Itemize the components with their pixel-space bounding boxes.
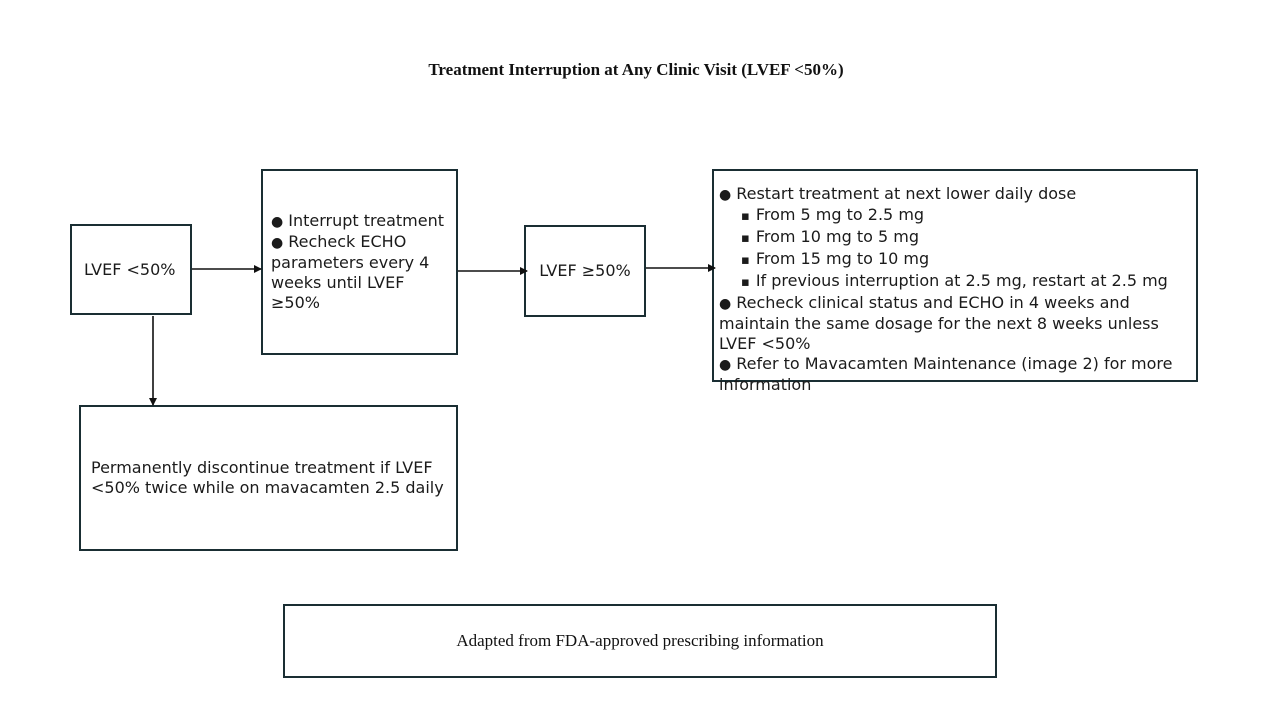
- discontinue-text: Permanently discontinue treatment if LVE…: [91, 458, 444, 497]
- dose-step-item: From 5 mg to 2.5 mg: [719, 205, 1192, 227]
- dose-step-item: From 10 mg to 5 mg: [719, 227, 1192, 249]
- dose-step-item: From 15 mg to 10 mg: [719, 249, 1192, 271]
- diagram-title: Treatment Interruption at Any Clinic Vis…: [428, 60, 844, 79]
- interrupt-item: Interrupt treatment: [271, 211, 450, 232]
- source-note-box: Adapted from FDA-approved prescribing in…: [283, 604, 997, 678]
- discontinue-treatment-box: Permanently discontinue treatment if LVE…: [79, 405, 458, 551]
- refer-maintenance-item: Refer to Mavacamten Maintenance (image 2…: [719, 354, 1192, 395]
- interrupt-treatment-box: Interrupt treatment Recheck ECHO paramet…: [261, 169, 458, 355]
- recheck-status-item: Recheck clinical status and ECHO in 4 we…: [719, 293, 1192, 354]
- source-note-text: Adapted from FDA-approved prescribing in…: [456, 631, 824, 650]
- lvef-above-50-label: LVEF ≥50%: [539, 261, 631, 280]
- restart-item: Restart treatment at next lower daily do…: [719, 184, 1192, 205]
- lvef-above-50-box: LVEF ≥50%: [524, 225, 646, 317]
- lvef-below-50-label: LVEF <50%: [84, 259, 176, 279]
- recheck-echo-item: Recheck ECHO parameters every 4 weeks un…: [271, 232, 450, 313]
- restart-treatment-box: Restart treatment at next lower daily do…: [712, 169, 1198, 394]
- lvef-below-50-box: LVEF <50%: [70, 224, 192, 315]
- dose-step-item: If previous interruption at 2.5 mg, rest…: [719, 271, 1192, 293]
